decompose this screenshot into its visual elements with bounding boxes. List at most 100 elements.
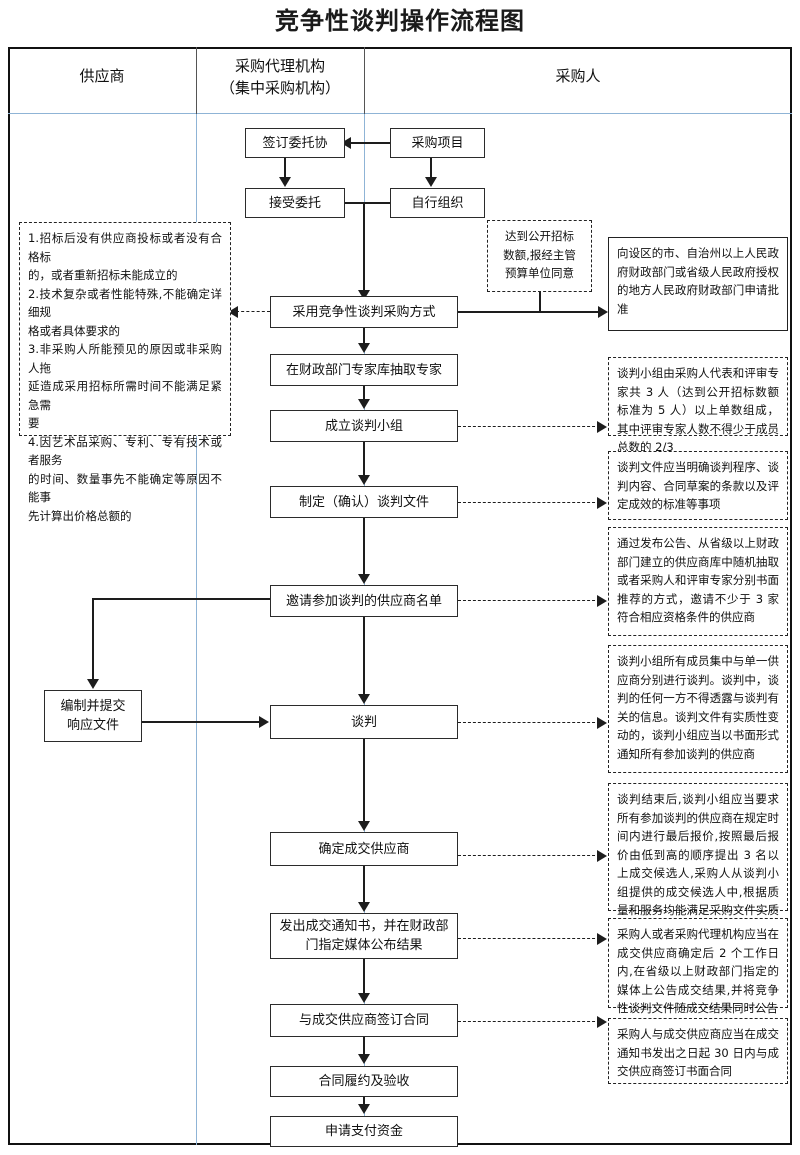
note-conditions: 1.招标后没有供应商投标或者没有合格标 的，或者重新招标未能成立的 2.技术复杂…: [19, 222, 231, 523]
edge-determine-to-quote: [458, 855, 600, 856]
arrowhead-determine-to-quote: [597, 850, 607, 862]
arrowhead-notice-to-announce: [597, 933, 607, 945]
edge-threshold-drop: [539, 292, 541, 312]
arrowhead-adopt-to-draw: [358, 343, 370, 353]
node-form-group-label: 成立谈判小组: [324, 418, 403, 434]
note-conditions-l0: 1.招标后没有供应商投标或者没有合格标: [28, 231, 222, 264]
note-doc-content-text: 谈判文件应当明确谈判程序、谈判内容、合同草案的条款以及评定成效的标准等事项: [617, 460, 779, 511]
arrowhead-invite-to-method: [597, 595, 607, 607]
column-header-supplier: 供应商: [8, 65, 196, 87]
node-make-documents[interactable]: 制定（确认）谈判文件: [270, 486, 458, 518]
node-prepare-response-line2: 响应文件: [66, 718, 119, 733]
column-divider-1: [196, 47, 197, 1145]
node-apply-payment[interactable]: 申请支付资金: [270, 1116, 458, 1147]
note-final-quote-rule: 谈判结束后,谈判小组应当要求所有参加谈判的供应商在规定时间内进行最后报价,按照最…: [608, 783, 788, 991]
node-negotiation[interactable]: 谈判: [270, 705, 458, 739]
node-make-documents-label: 制定（确认）谈判文件: [298, 494, 429, 510]
node-prepare-response-line1: 编制并提交: [60, 699, 126, 714]
note-apply-approval: 向设区的市、自治州以上人民政府财政部门或省级人民政府授权的地方人民政府财政部门申…: [608, 237, 788, 331]
node-issue-notice-line1: 发出成交通知书，并在财政部: [279, 919, 449, 934]
node-procurement-project-label: 采购项目: [411, 135, 464, 151]
edge-notice-to-sign: [363, 959, 365, 994]
edge-draw-to-form: [363, 386, 365, 401]
column-header-purchaser: 采购人: [364, 65, 792, 87]
column-header-supplier-label: 供应商: [79, 67, 125, 85]
note-conditions-l5: 延造成采用招标所需时间不能满足紧急需: [28, 379, 222, 412]
note-conditions-l8: 的时间、数量事先不能确定等原因不能事: [28, 471, 222, 505]
edge-invite-to-prepare-h: [92, 598, 270, 600]
node-sign-contract[interactable]: 与成交供应商签订合同: [270, 1004, 458, 1037]
node-entrust-agreement-label: 签订委托协: [262, 135, 328, 151]
node-negotiation-label: 谈判: [350, 714, 377, 730]
node-apply-payment-label: 申请支付资金: [324, 1124, 403, 1139]
column-header-purchaser-label: 采购人: [555, 67, 601, 85]
edge-form-to-docs: [363, 442, 365, 476]
edge-sign-to-contract-rule: [458, 1021, 600, 1022]
arrowhead-invite-to-negotiation: [358, 694, 370, 704]
node-form-group[interactable]: 成立谈判小组: [270, 410, 458, 442]
node-procurement-project[interactable]: 采购项目: [390, 128, 485, 158]
edge-determine-to-notice: [363, 866, 365, 903]
edge-prepare-to-negotiation: [142, 721, 260, 723]
note-invite-method-text: 通过发布公告、从省级以上财政部门建立的供应商库中随机抽取或者采购人和评审专家分别…: [617, 536, 779, 624]
note-open-bid-threshold: 达到公开招标 数额,报经主管 预算单位同意: [487, 220, 592, 292]
arrowhead-project-to-entrust: [341, 137, 351, 149]
note-open-bid-threshold-l0: 达到公开招标: [505, 229, 574, 243]
edge-invite-to-method: [458, 600, 600, 601]
note-conditions-l3: 格或者具体要求的: [28, 323, 120, 338]
edge-docs-to-content: [458, 502, 600, 503]
edge-project-to-self: [430, 158, 432, 178]
arrowhead-adopt-to-conditions: [228, 306, 238, 318]
edge-accept-join: [345, 202, 390, 204]
arrowhead-invite-to-prepare: [87, 679, 99, 689]
edge-adopt-to-draw: [363, 328, 365, 345]
edge-negotiation-to-rule: [458, 722, 600, 723]
edge-sign-to-perform: [363, 1037, 365, 1055]
note-conditions-l6: 要: [28, 416, 40, 430]
edge-project-to-entrust: [350, 142, 390, 144]
node-adopt-method[interactable]: 采用竞争性谈判采购方式: [270, 296, 458, 328]
node-draw-experts-label: 在财政部门专家库抽取专家: [285, 362, 442, 378]
arrowhead-adopt-to-approval: [598, 306, 608, 318]
arrowhead-prepare-to-negotiation: [259, 716, 269, 728]
node-contract-perform[interactable]: 合同履约及验收: [270, 1066, 458, 1097]
node-invite-suppliers-label: 邀请参加谈判的供应商名单: [285, 593, 442, 609]
note-group-composition-text: 谈判小组由采购人代表和评审专家共 3 人（达到公开招标数额标准为 5 人）以上单…: [617, 366, 779, 454]
edge-form-to-composition: [458, 426, 600, 427]
edge-invite-to-prepare-v: [92, 598, 94, 680]
arrowhead-join-to-adopt: [358, 290, 370, 300]
node-self-organize-label: 自行组织: [411, 195, 464, 211]
note-conditions-l7: 4.因艺术品采购、专利、专有技术或者服务: [28, 434, 222, 468]
node-prepare-response[interactable]: 编制并提交 响应文件: [44, 690, 142, 742]
arrowhead-notice-to-sign: [358, 993, 370, 1003]
node-issue-notice[interactable]: 发出成交通知书，并在财政部 门指定媒体公布结果: [270, 913, 458, 959]
node-sign-contract-label: 与成交供应商签订合同: [298, 1013, 429, 1028]
note-invite-method: 通过发布公告、从省级以上财政部门建立的供应商库中随机抽取或者采购人和评审专家分别…: [608, 527, 788, 636]
node-determine-supplier-label: 确定成交供应商: [318, 841, 410, 857]
node-accept-entrust[interactable]: 接受委托: [245, 188, 345, 218]
note-announce-rule-text: 采购人或者采购代理机构应当在成交供应商确定后 2 个工作日内,在省级以上财政部门…: [617, 927, 779, 1015]
arrowhead-entrust-to-accept: [279, 177, 291, 187]
edge-negotiation-to-determine: [363, 739, 365, 822]
node-self-organize[interactable]: 自行组织: [390, 188, 485, 218]
edge-join-down: [363, 202, 365, 292]
node-determine-supplier[interactable]: 确定成交供应商: [270, 832, 458, 866]
node-invite-suppliers[interactable]: 邀请参加谈判的供应商名单: [270, 585, 458, 617]
node-adopt-method-label: 采用竞争性谈判采购方式: [292, 304, 436, 320]
edge-entrust-to-accept: [284, 158, 286, 178]
arrowhead-sign-to-perform: [358, 1054, 370, 1064]
node-entrust-agreement[interactable]: 签订委托协: [245, 128, 345, 158]
note-doc-content: 谈判文件应当明确谈判程序、谈判内容、合同草案的条款以及评定成效的标准等事项: [608, 451, 788, 520]
note-open-bid-threshold-l1: 数额,报经主管: [503, 247, 576, 262]
arrowhead-sign-to-contract-rule: [597, 1016, 607, 1028]
header-divider-2: [364, 47, 365, 114]
note-negotiation-rule-text: 谈判小组所有成员集中与单一供应商分别进行谈判。谈判中，谈判的任何一方不得透露与谈…: [617, 654, 779, 761]
arrowhead-docs-to-content: [597, 497, 607, 509]
page-title: 竞争性谈判操作流程图: [275, 7, 525, 35]
column-header-agency-label: 采购代理机构: [234, 57, 325, 75]
node-draw-experts[interactable]: 在财政部门专家库抽取专家: [270, 354, 458, 386]
edge-adopt-to-approval: [458, 311, 602, 313]
node-accept-entrust-label: 接受委托: [268, 195, 321, 211]
arrowhead-project-to-self: [425, 177, 437, 187]
